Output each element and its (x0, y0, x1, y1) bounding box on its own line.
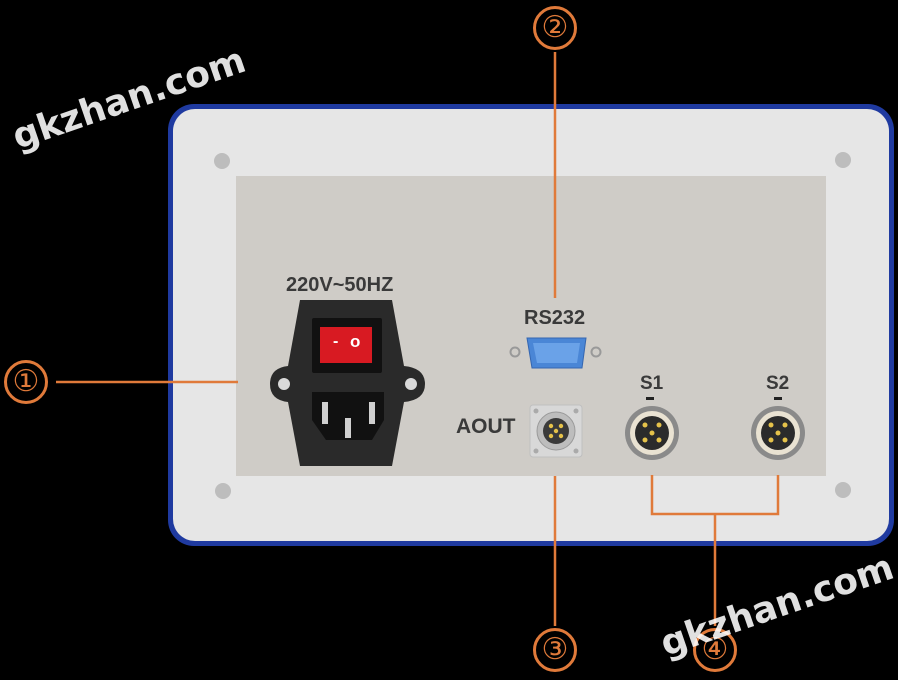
power-label: 220V~50HZ (286, 274, 394, 296)
leader-lines (56, 52, 780, 626)
s1-connector (625, 397, 679, 460)
switch-off-mark: - (333, 333, 339, 350)
callout-1: ① (4, 360, 48, 404)
s2-label: S2 (766, 373, 790, 394)
switch-on-mark: o (350, 332, 361, 351)
screw-top-left (214, 153, 230, 169)
callout-3: ③ (533, 628, 577, 672)
screw-bottom-left (215, 483, 231, 499)
screw-bottom-right (835, 482, 851, 498)
callout-2: ② (533, 6, 577, 50)
s2-connector (751, 397, 805, 460)
aout-connector (529, 404, 583, 458)
rs232-label: RS232 (524, 307, 586, 329)
aout-label: AOUT (456, 415, 516, 438)
s1-label: S1 (640, 373, 664, 394)
power-inlet-module (270, 300, 425, 466)
screw-top-right (835, 152, 851, 168)
leader-4 (650, 475, 780, 626)
power-switch (320, 327, 372, 363)
callout-4: ④ (693, 628, 737, 672)
rs232-db9-connector (509, 337, 602, 369)
